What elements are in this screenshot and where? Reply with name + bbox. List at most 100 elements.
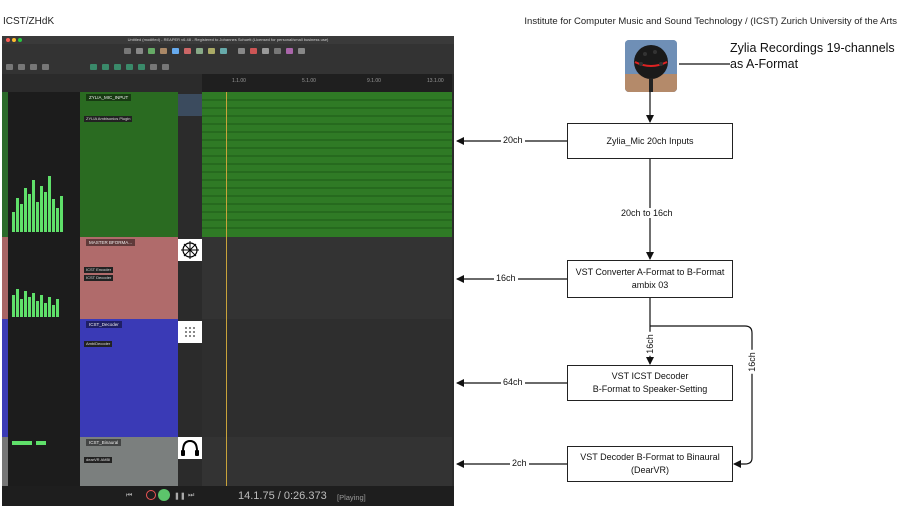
- toolbar-icon: [138, 64, 145, 70]
- fx-slot[interactable]: ICST Encoder: [84, 267, 114, 273]
- meter-bar: [60, 196, 63, 232]
- edge-label-2ch: 2ch: [510, 458, 529, 468]
- box-binaural-decoder: VST Decoder B-Format to Binaural (DearVR…: [567, 446, 733, 482]
- toolbar-icon: [196, 48, 203, 54]
- toolbar-icon: [42, 64, 49, 70]
- meter-bar: [28, 194, 31, 232]
- fx-slot[interactable]: dearVR AMBI: [84, 457, 113, 463]
- ruler-label: 9.1.00: [367, 78, 381, 84]
- daw-toolbar: [2, 44, 454, 74]
- meter-bar: [48, 176, 51, 232]
- meter-bar: [36, 301, 39, 317]
- meter-bar: [32, 293, 35, 317]
- decoder-grid-icon: [178, 321, 202, 343]
- binaural-meters: [12, 437, 52, 445]
- meter-bar: [40, 295, 43, 317]
- ruler-label: 13.1.00: [427, 78, 444, 84]
- fx-slot[interactable]: ICST Decoder: [84, 275, 114, 281]
- track-panel-decoder[interactable]: ICST_Decoder AmbiDecoder: [80, 319, 178, 437]
- edge-label-64ch: 64ch: [501, 377, 525, 387]
- toolbar-icon: [238, 48, 245, 54]
- toolbar-icon: [102, 64, 109, 70]
- toolbar-icon: [208, 48, 215, 54]
- meter-bar: [28, 297, 31, 317]
- box-vst-converter: VST Converter A-Format to B-Format ambix…: [567, 260, 733, 298]
- track-name[interactable]: MASTER BFORMA...: [86, 239, 136, 246]
- track-name[interactable]: ICST_Binaural: [86, 439, 122, 446]
- toolbar-icon: [30, 64, 37, 70]
- mic-title-line2: as A-Format: [730, 57, 799, 71]
- arrange-view[interactable]: [202, 92, 452, 486]
- box-vst-converter-line1: VST Converter A-Format to B-Format: [575, 267, 725, 277]
- edge-label-20ch: 20ch: [501, 135, 525, 145]
- meter-bar: [32, 180, 35, 232]
- track-lane-binaural[interactable]: [202, 437, 452, 486]
- toolbar-icon: [126, 64, 133, 70]
- toolbar-icon: [162, 64, 169, 70]
- meter-bar: [16, 198, 19, 232]
- meter-bar: [48, 297, 51, 317]
- track-panel-bformat[interactable]: MASTER BFORMA... ICST Encoder ICST Decod…: [80, 237, 178, 319]
- meter-bar: [44, 192, 47, 232]
- track-lane-zylia[interactable]: [202, 92, 452, 237]
- box-icst-decoder-line2: B-Format to Speaker-Setting: [592, 384, 708, 394]
- box-binaural-decoder-line2: (DearVR): [630, 465, 669, 475]
- edge-label-16ch: 16ch: [494, 273, 518, 283]
- meter-bar: [12, 441, 32, 445]
- zylia-microphone-image: [625, 40, 677, 92]
- toolbar-icon: [250, 48, 257, 54]
- track-name[interactable]: ZYLIA_MIC_INPUT: [86, 94, 132, 101]
- daw-window-title: Untitled (modified) - REAPER v6.48 - Reg…: [127, 37, 329, 42]
- header-right: Institute for Computer Music and Sound T…: [524, 16, 897, 27]
- input-meters: [12, 172, 72, 232]
- speaker-layout-icon: [178, 239, 202, 261]
- box-zylia-inputs-text: Zylia_Mic 20ch Inputs: [606, 135, 694, 146]
- transport-time: 14.1.75 / 0:26.373: [238, 490, 327, 502]
- forward-icon[interactable]: ⏭: [188, 492, 195, 499]
- meter-bar: [40, 186, 43, 232]
- rewind-icon[interactable]: ⏮: [126, 492, 133, 499]
- toolbar-icon: [274, 48, 281, 54]
- fx-slot[interactable]: AmbiDecoder: [84, 341, 113, 347]
- mic-title-line1: Zylia Recordings 19-channels: [730, 41, 895, 55]
- record-button[interactable]: [146, 490, 156, 500]
- toolbar-icon: [184, 48, 191, 54]
- track-panel-binaural[interactable]: ICST_Binaural dearVR AMBI: [80, 437, 178, 486]
- meter-bar: [52, 305, 55, 317]
- toolbar-icon: [298, 48, 305, 54]
- ruler-label: 5.1.00: [302, 78, 316, 84]
- track-lane-decoder[interactable]: [202, 319, 452, 437]
- fx-slot[interactable]: ZYLIA Ambisonics Plugin: [84, 116, 133, 122]
- close-dot-icon: [6, 38, 10, 42]
- toolbar-icon: [90, 64, 97, 70]
- track-lane-bformat[interactable]: [202, 237, 452, 319]
- track-name[interactable]: ICST_Decoder: [86, 321, 122, 328]
- meter-bar: [36, 202, 39, 232]
- toolbar-icon: [6, 64, 13, 70]
- pause-icon[interactable]: ❚❚: [174, 493, 186, 500]
- box-binaural-decoder-line1: VST Decoder B-Format to Binaural: [580, 452, 720, 462]
- transport-status: [Playing]: [337, 493, 366, 502]
- playhead[interactable]: [226, 92, 227, 486]
- toolbar-icon: [136, 48, 143, 54]
- toolbar-icon: [18, 64, 25, 70]
- play-button[interactable]: [158, 489, 170, 501]
- box-vst-converter-line2: ambix 03: [631, 280, 669, 290]
- toolbar-icon: [160, 48, 167, 54]
- timeline-ruler: 1.1.00 5.1.00 9.1.00 13.1.00: [202, 74, 452, 92]
- meter-bar: [36, 441, 46, 445]
- meter-bar: [12, 295, 15, 317]
- transport-bar: ⏮ ❚❚ ⏭ 14.1.75 / 0:26.373 [Playing]: [2, 486, 454, 506]
- toolbar-icon: [124, 48, 131, 54]
- meter-bar: [20, 204, 23, 232]
- bformat-meters: [12, 282, 72, 317]
- edge-label-16ch-binaural: 16ch: [746, 350, 757, 374]
- box-icst-decoder-line1: VST ICST Decoder: [611, 371, 689, 381]
- box-icst-decoder: VST ICST Decoder B-Format to Speaker-Set…: [567, 365, 733, 401]
- mixer-meters: [2, 92, 80, 486]
- meter-bar: [24, 188, 27, 232]
- track-panel-zylia[interactable]: ZYLIA_MIC_INPUT ZYLIA Ambisonics Plugin: [80, 92, 178, 237]
- meter-bar: [24, 291, 27, 317]
- toolbar-icon: [150, 64, 157, 70]
